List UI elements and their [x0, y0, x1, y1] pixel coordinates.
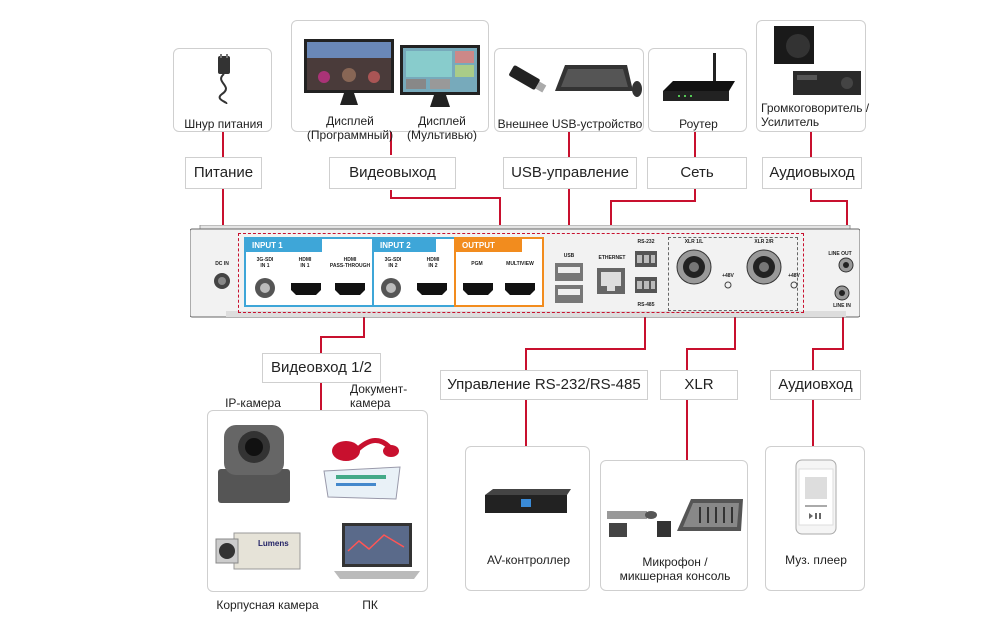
line-out-port[interactable] — [838, 257, 854, 273]
tag-xlr: XLR — [660, 370, 738, 400]
av-controller-icon — [485, 489, 571, 513]
input2-header: INPUT 2 — [374, 239, 436, 252]
phantom2-led — [790, 281, 798, 289]
pgm-port[interactable] — [462, 282, 494, 296]
mic-mixer-label: Микрофон / микшерная консоль — [619, 555, 731, 583]
pc-laptop-icon — [334, 523, 420, 579]
rs232-label: RS-232 — [637, 239, 655, 245]
hdmi1-label: HDMI IN 1 — [298, 257, 312, 269]
tag-rs: Управление RS-232/RS-485 — [440, 370, 648, 400]
display-program-label: Дисплей (Программный) — [306, 114, 394, 142]
doc-camera-icon — [323, 438, 401, 500]
hdmi2-label: HDMI IN 2 — [426, 257, 440, 269]
sdi2-port[interactable] — [380, 277, 402, 299]
tag-network: Сеть — [647, 157, 747, 189]
xlr2-label: XLR 2/R — [754, 239, 774, 245]
phantom1-led — [724, 281, 732, 289]
rs485-label: RS-485 — [637, 302, 655, 308]
ip-camera-label: IP-камера — [225, 396, 281, 410]
mic-mixer-box: Микрофон / микшерная консоль — [600, 460, 748, 591]
av-controller-box: AV-контроллер — [465, 446, 590, 591]
tag-audio-out: Аудиовыход — [762, 157, 862, 189]
xlr1-label: XLR 1/L — [684, 239, 704, 245]
ip-camera-icon — [218, 425, 290, 503]
displays-box: Дисплей (Программный) Дисплей (Мультивью… — [291, 20, 489, 142]
amplifier-icon — [793, 71, 861, 95]
router-box: Роутер — [648, 48, 747, 132]
output-header: OUTPUT — [456, 239, 522, 252]
phantom2-label: +48V — [788, 273, 800, 279]
router-icon — [663, 53, 735, 101]
mixer-icon — [677, 499, 743, 531]
video-sources-box: Lumens — [207, 410, 428, 592]
output-group: OUTPUT PGM MULTIVIEW — [454, 237, 544, 307]
power-cord-label: Шнур питания — [184, 117, 263, 131]
multiview-display-icon — [400, 45, 480, 107]
hdmi1-port[interactable] — [290, 282, 322, 296]
rear-panel: DC IN INPUT 1 3G-SDI IN 1 HDMI IN 1 HDMI… — [190, 225, 860, 320]
microphone-icon — [607, 511, 671, 537]
line-in-label: LINE IN — [833, 303, 851, 309]
multiview-port[interactable] — [504, 282, 536, 296]
tag-video-out: Видеовыход — [329, 157, 456, 189]
power-cord-box: Шнур питания — [173, 48, 272, 132]
tag-power: Питание — [185, 157, 262, 189]
xlr2-port[interactable] — [746, 249, 782, 285]
pgm-label: PGM — [471, 261, 483, 267]
av-controller-label: AV-контроллер — [486, 553, 571, 567]
tag-usb: USB-управление — [503, 157, 637, 189]
phantom1-label: +48V — [722, 273, 734, 279]
music-player-label: Муз. плеер — [785, 553, 847, 567]
usb-device-label: Внешнее USB-устройство — [497, 117, 643, 131]
line-out-label: LINE OUT — [828, 251, 852, 257]
speaker-box: Громкоговоритель / Усилитель — [756, 20, 870, 132]
usb-label: USB — [563, 253, 575, 259]
line-in-port[interactable] — [834, 285, 850, 301]
xlr1-port[interactable] — [676, 249, 712, 285]
usb-ports[interactable] — [554, 261, 584, 305]
ethernet-label: ETHERNET — [598, 255, 626, 261]
sdi1-port[interactable] — [254, 277, 276, 299]
program-display-icon — [304, 39, 394, 105]
usb-device-box: Внешнее USB-устройство — [494, 48, 644, 132]
input1-group: INPUT 1 3G-SDI IN 1 HDMI IN 1 HDMI PASS-… — [244, 237, 374, 307]
input2-group: INPUT 2 3G-SDI IN 2 HDMI IN 2 — [372, 237, 456, 307]
display-multiview-label: Дисплей (Мультивью) — [406, 114, 477, 142]
pc-label: ПК — [362, 598, 378, 612]
ethernet-port[interactable] — [596, 267, 626, 295]
tag-video-in: Видеовход 1/2 — [262, 353, 381, 383]
sdi2-label: 3G-SDI IN 2 — [384, 257, 402, 269]
keyboard-mouse-icon — [555, 65, 642, 97]
sdi1-label: 3G-SDI IN 1 — [256, 257, 274, 269]
box-camera-icon — [215, 532, 301, 570]
dc-in-label: DC IN — [215, 261, 229, 267]
ports-dashed-region — [238, 233, 804, 313]
power-cord-icon — [218, 54, 230, 104]
tag-audio-in: Аудиовход — [770, 370, 861, 400]
music-player-box: Муз. плеер — [765, 446, 865, 591]
box-camera-brand: Lumens — [258, 539, 289, 548]
passthrough-label: HDMI PASS-THROUGH — [329, 257, 371, 269]
speaker-label: Громкоговоритель / Усилитель — [761, 101, 870, 129]
rs-terminals[interactable] — [634, 249, 658, 297]
dc-in-port[interactable] — [212, 271, 232, 291]
usb-stick-icon — [509, 65, 547, 93]
doc-camera-label: Документ- камера — [350, 382, 408, 410]
xlr-group — [668, 237, 798, 311]
music-player-icon — [795, 459, 837, 535]
box-camera-label: Корпусная камера — [216, 598, 319, 612]
input1-header: INPUT 1 — [246, 239, 322, 252]
multiview-label: MULTIVIEW — [506, 261, 534, 267]
hdmi2-port[interactable] — [416, 282, 448, 296]
speaker-icon — [774, 26, 814, 64]
passthrough-port[interactable] — [334, 282, 366, 296]
router-label: Роутер — [679, 117, 718, 131]
